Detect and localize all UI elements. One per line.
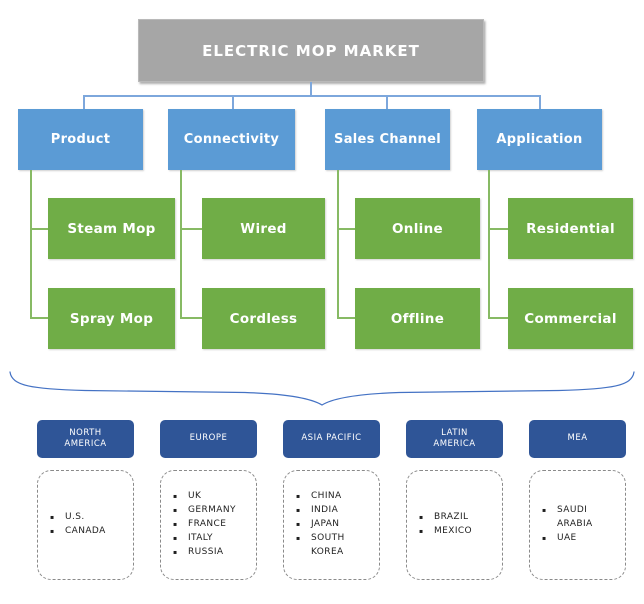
region-europe: EUROPE	[160, 420, 257, 458]
country-item: MEXICO	[419, 525, 498, 539]
countries-asia-pacific: CHINA INDIA JAPAN SOUTH KOREA	[283, 470, 380, 580]
region-latin-america: LATIN AMERICA	[406, 420, 503, 458]
connector-offline-elbow	[337, 317, 355, 319]
child-online: Online	[355, 198, 480, 259]
country-list: UK GERMANY FRANCE ITALY RUSSIA	[161, 490, 256, 560]
country-list: SAUDI ARABIA UAE	[530, 504, 625, 546]
region-asia-pacific: ASIA PACIFIC	[283, 420, 380, 458]
connector-cordless-elbow	[180, 317, 202, 319]
connector-wired-elbow	[180, 228, 202, 230]
segment-connectivity: Connectivity	[168, 109, 295, 170]
country-list: BRAZIL MEXICO	[407, 511, 502, 539]
child-spray-mop: Spray Mop	[48, 288, 175, 349]
region-mea: MEA	[529, 420, 626, 458]
country-item: SOUTH KOREA	[296, 532, 375, 560]
countries-mea: SAUDI ARABIA UAE	[529, 470, 626, 580]
country-item: CANADA	[50, 525, 129, 539]
connector-drop-connectivity	[232, 95, 234, 110]
country-item: SAUDI ARABIA	[542, 504, 621, 532]
child-residential: Residential	[508, 198, 633, 259]
connector-drop-product	[83, 95, 85, 110]
segment-application: Application	[477, 109, 602, 170]
connector-application-vline	[488, 170, 490, 319]
child-wired: Wired	[202, 198, 325, 259]
connector-drop-sales-channel	[386, 95, 388, 110]
country-item: UAE	[542, 532, 621, 546]
segment-product: Product	[18, 109, 143, 170]
segment-sales-channel: Sales Channel	[325, 109, 450, 170]
child-commercial: Commercial	[508, 288, 633, 349]
country-item: UK	[173, 490, 252, 504]
country-item: CHINA	[296, 490, 375, 504]
region-north-america: NORTH AMERICA	[37, 420, 134, 458]
connector-spray-mop-elbow	[30, 317, 48, 319]
connector-connectivity-vline	[180, 170, 182, 319]
country-item: GERMANY	[173, 504, 252, 518]
countries-latin-america: BRAZIL MEXICO	[406, 470, 503, 580]
country-item: JAPAN	[296, 518, 375, 532]
country-item: FRANCE	[173, 518, 252, 532]
country-item: ITALY	[173, 532, 252, 546]
country-item: U.S.	[50, 511, 129, 525]
connector-horizontal-bar	[83, 95, 541, 97]
connector-sales-channel-vline	[337, 170, 339, 319]
country-list: U.S. CANADA	[38, 511, 133, 539]
brace-icon	[0, 358, 644, 414]
connector-drop-application	[539, 95, 541, 110]
connector-steam-mop-elbow	[30, 228, 48, 230]
countries-north-america: U.S. CANADA	[37, 470, 134, 580]
connector-residential-elbow	[488, 228, 508, 230]
child-offline: Offline	[355, 288, 480, 349]
connector-product-vline	[30, 170, 32, 319]
connector-commercial-elbow	[488, 317, 508, 319]
child-steam-mop: Steam Mop	[48, 198, 175, 259]
countries-europe: UK GERMANY FRANCE ITALY RUSSIA	[160, 470, 257, 580]
country-item: INDIA	[296, 504, 375, 518]
child-cordless: Cordless	[202, 288, 325, 349]
connector-online-elbow	[337, 228, 355, 230]
country-list: CHINA INDIA JAPAN SOUTH KOREA	[284, 490, 379, 560]
connector-title-stem	[310, 82, 312, 96]
country-item: BRAZIL	[419, 511, 498, 525]
country-item: RUSSIA	[173, 546, 252, 560]
diagram-title: ELECTRIC MOP MARKET	[138, 19, 484, 82]
